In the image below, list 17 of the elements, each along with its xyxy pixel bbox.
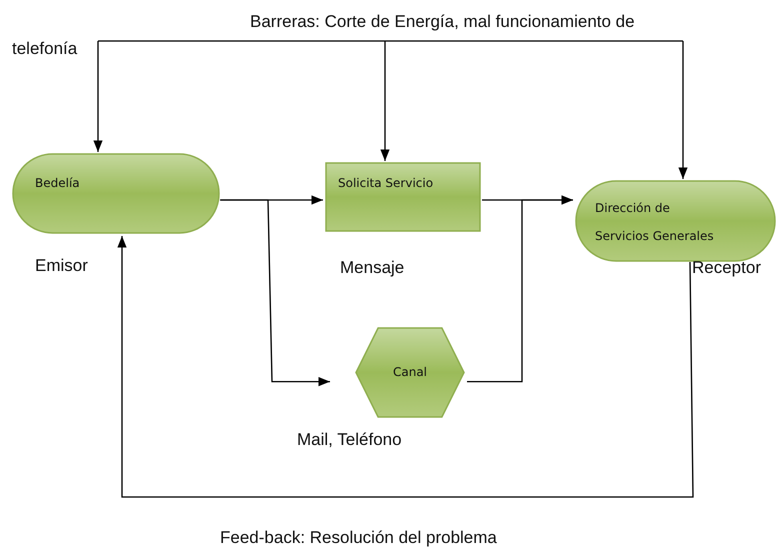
node-label: Dirección de Servicios Generales [595,200,715,245]
feedback-label: Feed-back: Resolución del problema [220,528,497,548]
arrow [220,199,330,386]
arrow [678,58,688,179]
barrier-text: Barreras: Corte de Energía, mal funcionamiento de telefonía [12,11,636,60]
role-label: Mensaje [340,258,404,278]
role-label: Mail, Teléfono [297,430,402,450]
node-label: Bedelía [35,175,81,192]
arrow [117,236,694,498]
connector-line [97,40,684,59]
role-label: Receptor [692,258,761,278]
arrow [93,58,103,152]
node-label: Canal [392,364,428,381]
node-label: Solicita Servicio [338,175,434,192]
role-label: Emisor [35,256,88,276]
arrow [380,58,390,161]
arrow [467,195,573,382]
